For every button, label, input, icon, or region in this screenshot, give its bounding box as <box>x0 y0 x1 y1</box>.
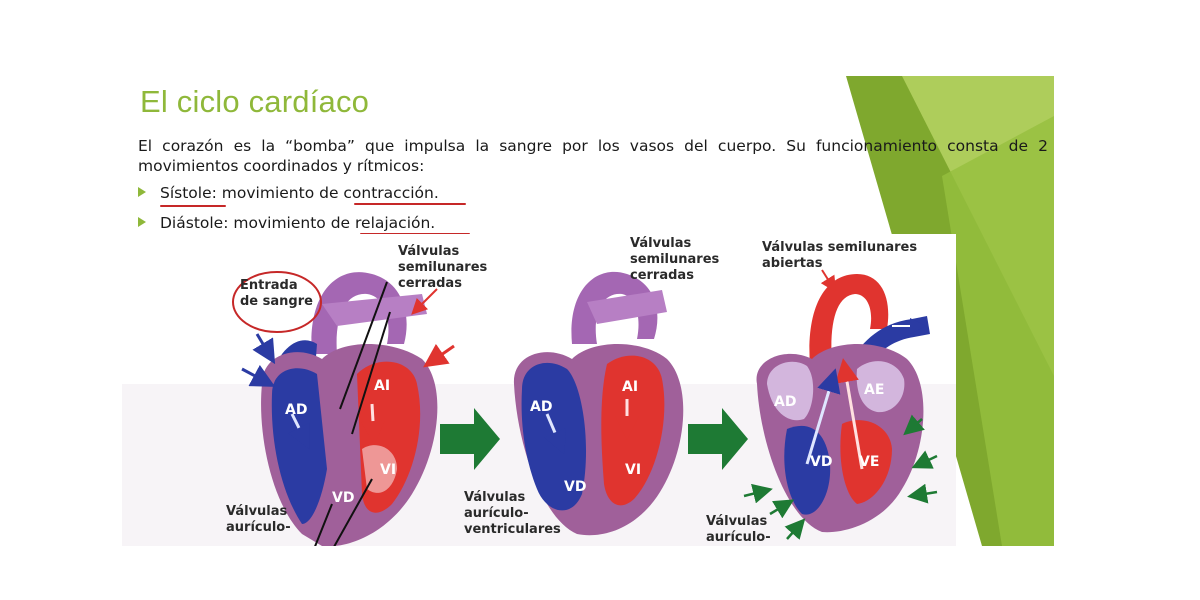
heart-3-label-ae: AE <box>864 382 884 398</box>
bullet-arrow-icon <box>138 217 146 227</box>
heart-2-label-ai: AI <box>622 379 638 395</box>
bullet-term: Diástole: <box>160 214 228 232</box>
heart-1-label-ai: AI <box>374 378 390 394</box>
heart-3-label-vd: VD <box>810 454 832 470</box>
cardiac-cycle-figure: AD AI VD VI AD AI VD VI AD AE VD VE Entr… <box>122 234 956 546</box>
underline-sistole <box>160 205 226 207</box>
underline-contraccion <box>354 203 466 205</box>
heart-1-flow-arrow <box>372 404 374 439</box>
bullet-term: Sístole: <box>160 184 217 202</box>
label-entrada-de-sangre: Entrada de sangre <box>240 278 313 310</box>
heart-2-label-vd: VD <box>564 479 586 495</box>
bullet-sistole: Sístole: movimiento de contracción. <box>138 184 439 202</box>
label-valvulas-auriculo-1: Válvulas aurículo- <box>226 504 291 536</box>
heart-2-label-ad: AD <box>530 399 552 415</box>
slide: El ciclo cardíaco El corazón es la “bomb… <box>122 76 1054 546</box>
heart-3-label-ve: VE <box>859 454 879 470</box>
label-valvulas-semilunares-cerradas-2: Válvulas semilunares cerradas <box>630 236 719 284</box>
heart-2-label-vi: VI <box>625 462 641 478</box>
slide-title: El ciclo cardíaco <box>140 84 369 120</box>
bullet-text: movimiento de relajación. <box>228 214 435 232</box>
heart-1-label-ad: AD <box>285 402 307 418</box>
heart-1-label-vi: VI <box>380 462 396 478</box>
heart-3-label-ad: AD <box>774 394 796 410</box>
heart-1-label-vd: VD <box>332 490 354 506</box>
bullet-arrow-icon <box>138 187 146 197</box>
label-valvulas-auriculoventriculares: Válvulas aurículo- ventriculares <box>464 490 561 538</box>
label-valvulas-semilunares-cerradas-1: Válvulas semilunares cerradas <box>398 244 487 292</box>
label-valvulas-auriculo-3: Válvulas aurículo- <box>706 514 771 546</box>
intro-paragraph: El corazón es la “bomba” que impulsa la … <box>138 136 1048 176</box>
label-valvulas-semilunares-abiertas: Válvulas semilunares abiertas <box>762 240 917 272</box>
bullet-text: movimiento de contracción. <box>217 184 439 202</box>
bullet-diastole: Diástole: movimiento de relajación. <box>138 214 435 232</box>
